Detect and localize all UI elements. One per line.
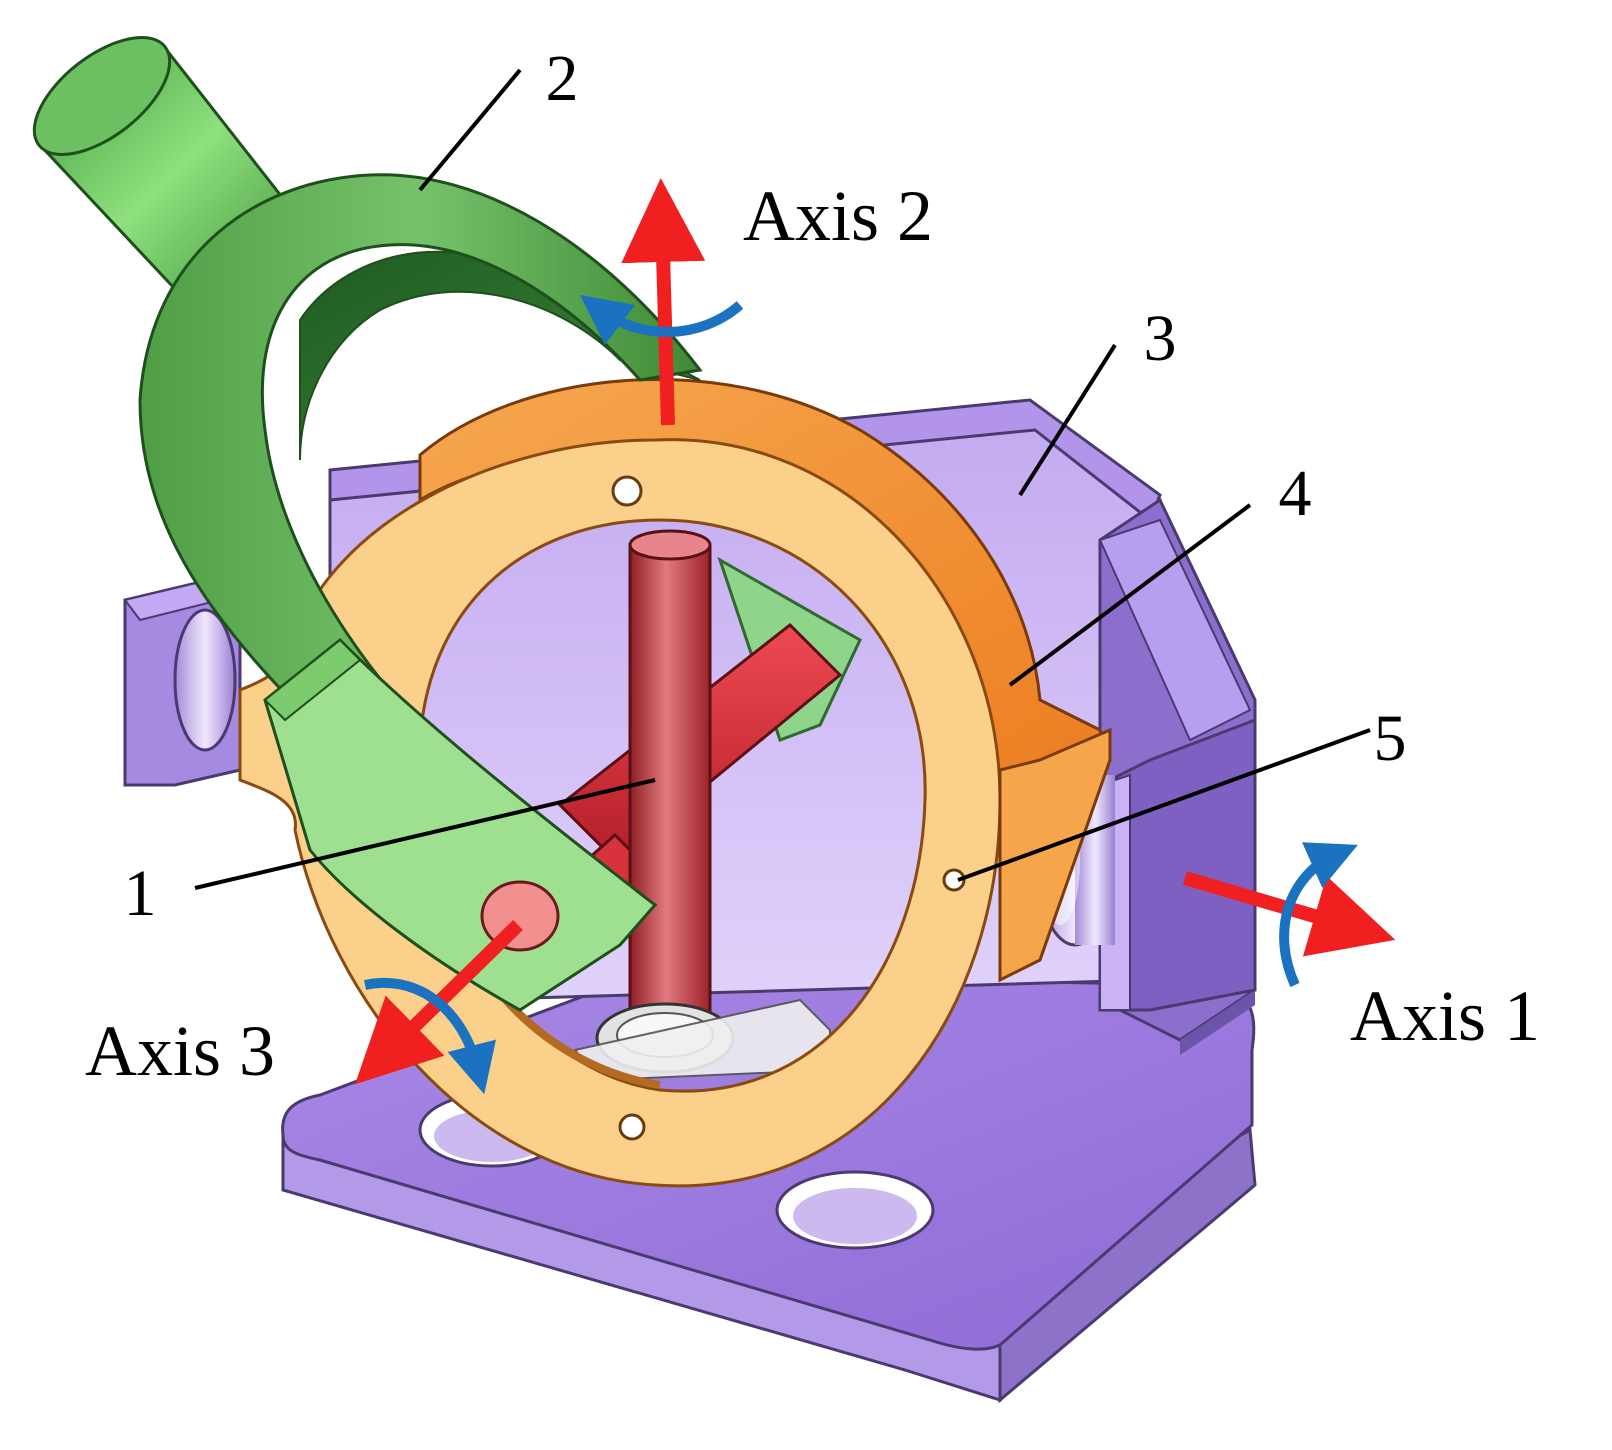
axis-2-label: Axis 2 bbox=[743, 176, 933, 256]
axis-1-label: Axis 1 bbox=[1350, 976, 1540, 1056]
leader-line-2 bbox=[418, 68, 522, 192]
part-number-3: 3 bbox=[1144, 302, 1177, 375]
leader-line-4 bbox=[1008, 503, 1252, 687]
leader-line-1 bbox=[194, 778, 656, 890]
pin-hole-right bbox=[942, 868, 966, 892]
part-number-5: 5 bbox=[1374, 702, 1407, 775]
leader-lines bbox=[194, 68, 1371, 890]
pin-hole-bottom bbox=[618, 1113, 646, 1141]
part-number-1: 1 bbox=[124, 857, 157, 930]
axis-2-arrow bbox=[621, 178, 706, 426]
axis-3-rotation-arrow bbox=[363, 977, 496, 1095]
axis-2-rotation-arrow bbox=[579, 295, 744, 345]
axis-3-label: Axis 3 bbox=[85, 1011, 275, 1091]
part-number-2: 2 bbox=[546, 42, 579, 115]
axis-2-indicator bbox=[579, 178, 744, 426]
axis-1-arrow bbox=[1183, 871, 1396, 957]
axis1-journal-left bbox=[173, 608, 237, 752]
axis-3-arrow bbox=[354, 919, 523, 1085]
axis-3-indicator bbox=[354, 919, 523, 1095]
pin-hole-top bbox=[611, 475, 643, 507]
leader-line-3 bbox=[1018, 343, 1117, 497]
leader-line-5 bbox=[957, 728, 1371, 882]
part-number-4: 4 bbox=[1279, 457, 1312, 530]
axis-1-indicator bbox=[1183, 842, 1396, 988]
axis-1-rotation-arrow bbox=[1279, 842, 1358, 988]
